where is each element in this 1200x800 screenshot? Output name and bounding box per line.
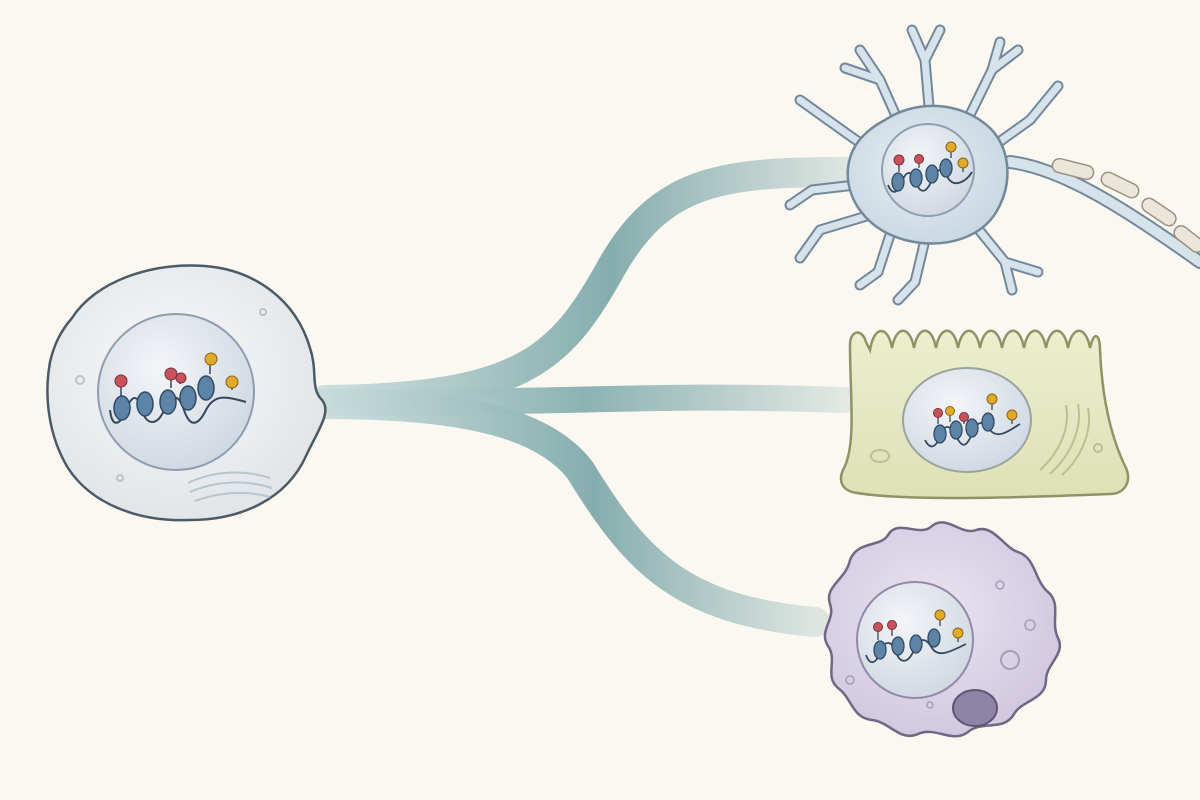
red-pin-icon [164, 367, 178, 381]
nucleosome [197, 375, 215, 401]
nucleosome [873, 640, 887, 660]
epithelial-organelles [870, 403, 1103, 476]
nucleosome [909, 168, 923, 188]
yellow-pin-icon [952, 627, 964, 639]
yellow-pin-icon [225, 375, 239, 389]
stem-cell-organelles [75, 308, 273, 502]
yellow-pin-icon [945, 406, 955, 416]
myelin-sheath [1051, 157, 1200, 253]
nucleosome [113, 395, 131, 421]
neuron-axon [1003, 155, 1200, 269]
nucleosome [981, 412, 995, 432]
yellow-pin-icon [986, 393, 998, 405]
stem-cell-chromatin [109, 352, 247, 424]
nucleosome [909, 634, 923, 654]
nucleosome [136, 391, 154, 417]
lineage-path-immune [310, 389, 830, 637]
nucleosome [939, 158, 953, 178]
nucleosome [965, 418, 979, 438]
red-pin-icon [114, 374, 128, 388]
immune-chromatin [865, 609, 967, 664]
red-pin-icon [914, 154, 924, 164]
phagosome [952, 689, 998, 727]
yellow-pin-icon [934, 609, 946, 621]
nucleosome [927, 628, 941, 648]
neuron-chromatin [887, 141, 973, 193]
yellow-pin-icon [1006, 409, 1018, 421]
stem-cell [46, 264, 327, 522]
red-pin-icon [175, 372, 187, 384]
neuron-dendrites-fill [786, 26, 1062, 304]
yellow-pin-icon [957, 157, 969, 169]
nucleosome [891, 636, 905, 656]
neuron-cell [784, 24, 1200, 306]
nucleosome [159, 389, 177, 415]
epithelial-chromatin [924, 393, 1021, 448]
immune-cell [823, 521, 1062, 738]
stem-cell-nucleus [97, 313, 255, 471]
nucleosome [949, 420, 963, 440]
immune-organelles [845, 580, 1036, 727]
lineage-paths [310, 157, 860, 637]
red-pin-icon [873, 622, 883, 632]
yellow-pin-icon [945, 141, 957, 153]
nucleosome [891, 172, 905, 192]
nucleosome [179, 385, 197, 411]
nucleosome [933, 424, 947, 444]
epithelial-cell [839, 329, 1130, 500]
lineage-path-neuron [310, 157, 860, 415]
red-pin-icon [893, 154, 905, 166]
yellow-pin-icon [204, 352, 218, 366]
red-pin-icon [933, 408, 943, 418]
nucleosome [925, 164, 939, 184]
red-pin-icon [887, 620, 897, 630]
red-pin-icon [959, 412, 969, 422]
